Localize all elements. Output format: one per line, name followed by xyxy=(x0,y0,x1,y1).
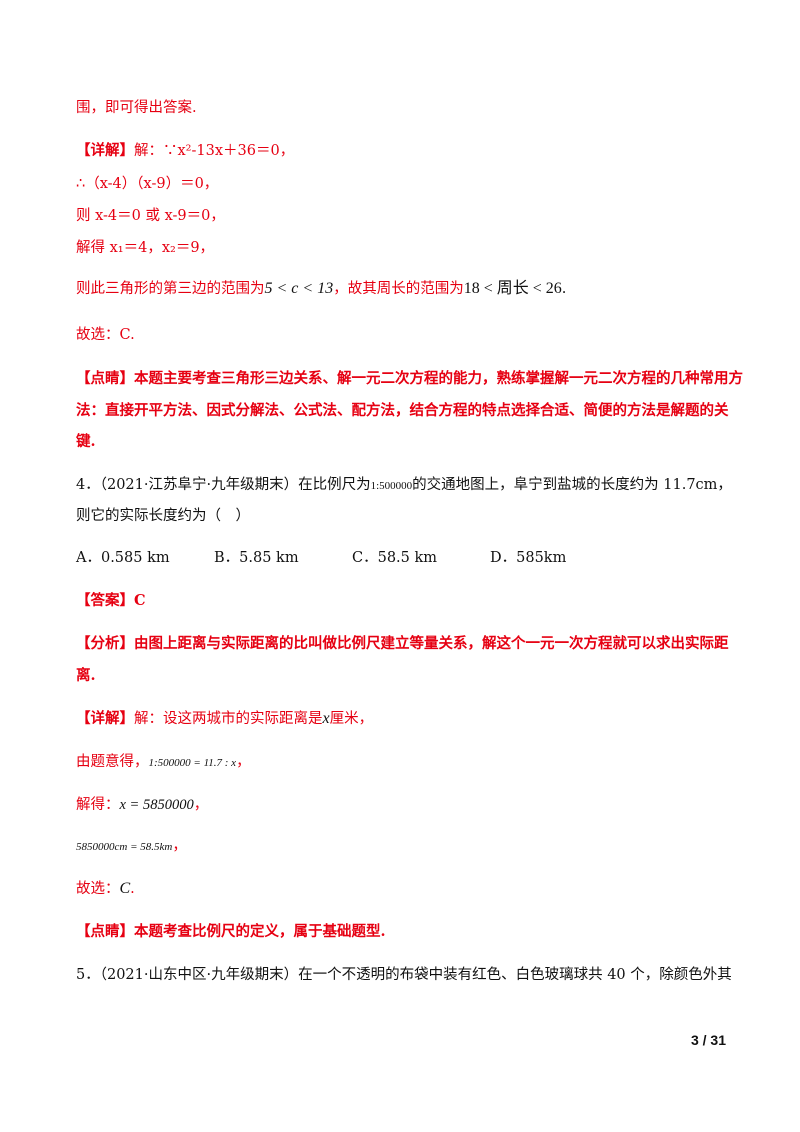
option-c: C．58.5 km xyxy=(352,550,438,566)
text-segment: 故选： xyxy=(76,881,120,897)
math-equation: x = 5850000 xyxy=(119,797,194,813)
detail-text: 解：∵x²-13x＋36＝0， xyxy=(134,143,295,159)
question-line: 4．（2021·江苏阜宁·九年级期末）在比例尺为1:500000的交通地图上，阜… xyxy=(76,475,732,496)
text-line: 由题意得，1:500000 = 11.7 : x， xyxy=(76,752,251,773)
answer-line: 【答案】C xyxy=(76,592,146,609)
option-a: A．0.585 km xyxy=(76,550,170,566)
detail-tag: 【详解】 xyxy=(76,142,134,159)
text-segment: ， xyxy=(193,797,209,813)
text-segment: ，故其周长的范围为 xyxy=(333,281,464,297)
text-segment: . xyxy=(561,281,567,297)
comment-line: 【点睛】本题主要考查三角形三边关系、解一元二次方程的能力，熟练掌握解一元二次方程… xyxy=(76,370,743,387)
text-line: 则 x-4＝0 或 x-9＝0， xyxy=(76,208,225,224)
text-segment: 解得： xyxy=(76,797,120,813)
text-segment: 4．（2021·江苏阜宁·九年级期末）在比例尺为 xyxy=(76,477,371,493)
text-line: 故选：C. xyxy=(76,879,135,899)
option-b: B．5.85 km xyxy=(214,550,299,566)
text-segment: 则此三角形的第三边的范围为 xyxy=(76,281,265,297)
detail-text: 解：设这两城市的实际距离是 xyxy=(134,711,323,727)
text-segment: 的交通地图上，阜宁到盐城的长度约为 11.7cm， xyxy=(412,477,732,493)
math-ratio: 1:500000 xyxy=(370,480,413,492)
comment-line: 【点睛】本题考查比例尺的定义，属于基础题型. xyxy=(76,923,386,940)
question-line: 5．（2021·山东中区·九年级期末）在一个不透明的布袋中装有红色、白色玻璃球共… xyxy=(76,967,732,983)
detail-line: 【详解】解：∵x²-13x＋36＝0， xyxy=(76,141,294,161)
text-line: 解得 x₁＝4，x₂＝9， xyxy=(76,240,215,256)
text-segment: 由题意得， xyxy=(76,754,149,770)
text-line: 围，即可得出答案. xyxy=(76,100,197,116)
text-line: 5850000cm = 58.5km， xyxy=(76,836,187,857)
detail-tag: 【详解】 xyxy=(76,710,134,727)
math-inequality: 5 < c < 13 xyxy=(264,280,334,297)
text-segment: ， xyxy=(172,838,187,854)
comment-line: 法：直接开平方法、因式分解法、公式法、配方法，结合方程的特点选择合适、简便的方法… xyxy=(76,402,729,419)
math-variable: x xyxy=(322,710,330,727)
text-line: 解得：x = 5850000， xyxy=(76,795,208,815)
analysis-line: 【分析】由图上距离与实际距离的比叫做比例尺建立等量关系，解这个一元一次方程就可以… xyxy=(76,635,729,652)
text-segment: ， xyxy=(236,754,251,770)
math-variable: C xyxy=(119,880,131,897)
comment-line: 键. xyxy=(76,433,96,450)
math-equation: 1:500000 = 11.7 : x xyxy=(148,757,237,769)
text-segment: 厘米， xyxy=(329,711,374,727)
question-line: 则它的实际长度约为（ ） xyxy=(76,508,250,524)
page-number: 3 / 31 xyxy=(690,1032,726,1048)
text-line: 则此三角形的第三边的范围为5 < c < 13，故其周长的范围为18 < 周长 … xyxy=(76,279,566,299)
options-row: A．0.585 km B．5.85 km C．58.5 km D．585km xyxy=(76,548,566,568)
text-line: ∴（x-4）（x-9）＝0， xyxy=(76,176,219,192)
analysis-line: 离. xyxy=(76,667,96,684)
text-line: 故选：C. xyxy=(76,327,135,343)
option-d: D．585km xyxy=(490,550,567,566)
detail-line: 【详解】解：设这两城市的实际距离是x厘米， xyxy=(76,709,373,729)
text-segment: . xyxy=(130,881,135,897)
math-equation: 5850000cm = 58.5km xyxy=(76,841,173,853)
math-inequality: 18 < 周长 < 26 xyxy=(463,280,562,297)
